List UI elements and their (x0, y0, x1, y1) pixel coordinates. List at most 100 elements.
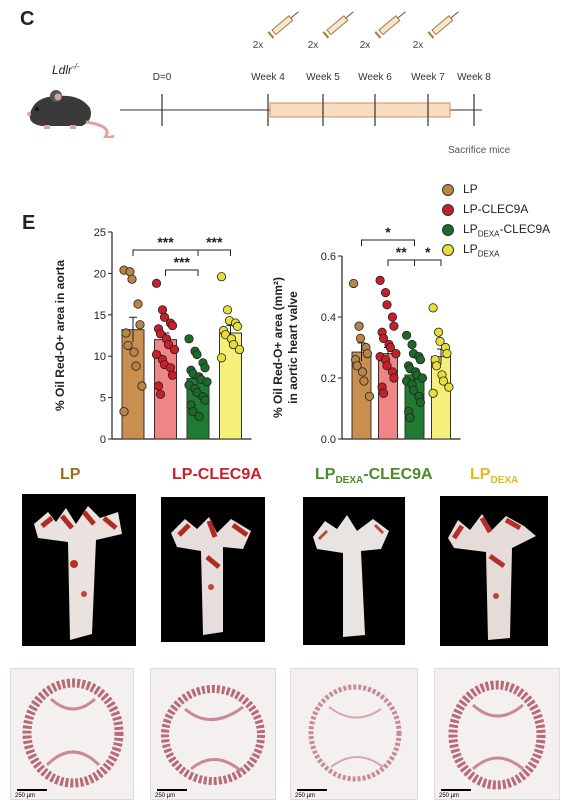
data-point (444, 382, 454, 392)
data-point (167, 320, 178, 331)
syringe-icon (374, 11, 406, 39)
data-point (382, 300, 392, 310)
timepoint-label: Week 4 (251, 72, 285, 83)
data-point (433, 327, 444, 337)
legend-item: LP (442, 180, 550, 200)
scale-label: 250 µm (295, 793, 316, 799)
data-point (202, 377, 212, 387)
mouse-illustration (27, 90, 115, 138)
timepoint-label: D=0 (153, 72, 172, 83)
y-axis-label: % Oil Red-O+ area (mm²)in aortic heart v… (271, 277, 300, 418)
data-point (428, 388, 438, 398)
significance-bracket (197, 249, 231, 256)
y-tick-label: 25 (94, 227, 106, 239)
significance-bracket (361, 239, 415, 246)
data-point (348, 278, 359, 289)
timepoint-label: Week 6 (358, 72, 392, 83)
data-point (389, 373, 399, 383)
data-point (159, 312, 170, 322)
data-point (123, 340, 133, 351)
data-point (127, 274, 137, 284)
data-point (354, 321, 364, 331)
data-point (387, 312, 398, 322)
legend-item: LPDEXA-CLEC9A (442, 220, 550, 240)
data-point (380, 287, 391, 298)
group-title-lpdexa: LPDEXA (470, 466, 519, 487)
data-point (352, 361, 362, 371)
data-point (228, 340, 239, 350)
legend-dot (442, 184, 454, 196)
mouse-strain-label: Ldlr-/- (52, 62, 80, 77)
aorta-photo-lpdexa (440, 496, 548, 646)
data-point (200, 363, 210, 373)
y-tick-label: 10 (94, 351, 106, 363)
aorta-photo-lp (22, 494, 136, 646)
injection-count-label: 2x (413, 40, 424, 51)
legend-dot (442, 204, 454, 216)
injection-count-label: 2x (308, 40, 319, 51)
data-point (200, 395, 210, 405)
data-point (428, 303, 438, 313)
data-point (357, 367, 368, 377)
data-point (165, 363, 176, 373)
data-point (188, 407, 198, 417)
group-title-lpdexa-clec9a: LPDEXA-CLEC9A (315, 466, 433, 487)
data-point (151, 349, 162, 360)
injection-count-label: 2x (253, 40, 264, 51)
scale-label: 250 µm (15, 793, 36, 799)
data-point (184, 334, 194, 344)
y-tick-label: 0.2 (321, 373, 336, 385)
data-point (389, 321, 399, 331)
sacrifice-label: Sacrifice mice (448, 145, 511, 156)
legend-label: LPDEXA-CLEC9A (463, 221, 551, 239)
group-title-lp: LP (60, 466, 81, 483)
data-point (234, 344, 245, 355)
syringe-plunger (374, 31, 382, 39)
panel-c-label: C (20, 8, 35, 30)
legend-dot (442, 224, 454, 236)
syringe-plunger (427, 31, 435, 39)
legend-item: LP-CLEC9A (442, 200, 550, 220)
syringe-plunger (267, 31, 275, 39)
significance-bracket (165, 269, 199, 276)
y-tick-label: 0.4 (321, 312, 336, 324)
syringe-needle (450, 11, 459, 19)
significance-label: ** (396, 244, 407, 260)
significance-label: * (385, 224, 391, 240)
significance-label: *** (157, 234, 174, 250)
data-point (155, 329, 166, 339)
chart-2: 0.00.20.40.6% Oil Red-O+ area (mm²)in ao… (271, 224, 461, 446)
data-point (169, 344, 180, 355)
syringe-icon (267, 11, 299, 39)
scale-label: 250 µm (155, 793, 176, 799)
histology-section-lp: 250 µm (10, 668, 134, 800)
panel-e-label: E (22, 212, 36, 234)
data-point (415, 355, 426, 365)
group-title-lp-clec9a: LP-CLEC9A (172, 466, 262, 483)
data-point (129, 347, 139, 357)
data-point (359, 376, 369, 386)
scale-bar (17, 789, 47, 791)
syringe-needle (290, 11, 299, 19)
data-point (232, 321, 243, 331)
y-tick-label: 0.6 (321, 251, 336, 263)
legend: LP LP-CLEC9A LPDEXA-CLEC9A LPDEXA (442, 180, 550, 260)
timepoint-label: Week 5 (306, 72, 340, 83)
legend-item: LPDEXA (442, 240, 550, 260)
data-point (382, 361, 392, 371)
data-point (163, 340, 174, 350)
syringe-needle (345, 11, 354, 19)
legend-label: LP (463, 181, 478, 196)
data-point (415, 397, 426, 407)
y-tick-label: 15 (94, 310, 106, 322)
data-point (192, 349, 202, 360)
significance-label: * (425, 244, 431, 260)
data-point (125, 267, 135, 277)
scale-bar (157, 789, 187, 791)
data-point (401, 330, 412, 340)
data-point (155, 389, 166, 399)
significance-label: *** (206, 234, 223, 250)
legend-label: LP-CLEC9A (463, 201, 529, 216)
data-point (407, 339, 417, 350)
